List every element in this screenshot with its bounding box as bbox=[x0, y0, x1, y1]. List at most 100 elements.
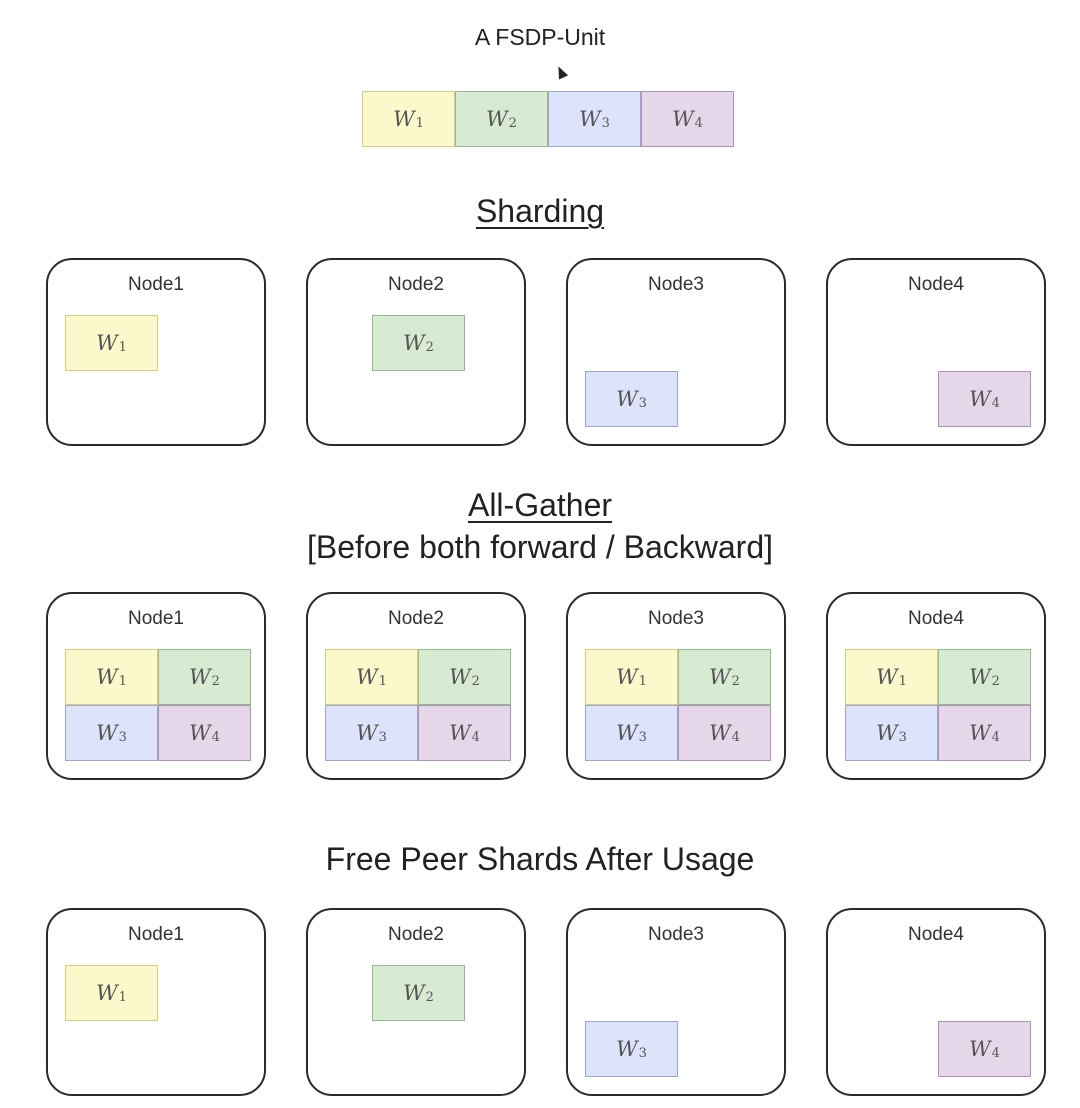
shard-w4-subscript: 4 bbox=[471, 729, 480, 745]
shard-w3-symbol: W bbox=[96, 721, 118, 745]
section-allgather: All-Gather bbox=[0, 486, 1080, 524]
unit-shard-w2-symbol: W bbox=[486, 107, 508, 131]
shard-w3-symbol: W bbox=[616, 721, 638, 745]
node-label: Node1 bbox=[128, 274, 184, 295]
node-label: Node3 bbox=[648, 608, 704, 629]
unit-shard-w3-symbol: W bbox=[579, 107, 601, 131]
node-label: Node3 bbox=[648, 924, 704, 945]
node-label: Node4 bbox=[908, 274, 964, 295]
shard-w3-subscript: 3 bbox=[118, 729, 127, 745]
shard-w4-symbol: W bbox=[969, 387, 991, 411]
shard-w1-symbol: W bbox=[96, 665, 118, 689]
shard-w3-subscript: 3 bbox=[638, 1045, 647, 1061]
shard-w3-subscript: 3 bbox=[378, 729, 387, 745]
shard-w3-subscript: 3 bbox=[638, 729, 647, 745]
shard-w2-symbol: W bbox=[403, 331, 425, 355]
section-allgather-subtitle: [Before both forward / Backward] bbox=[307, 529, 773, 565]
node-label: Node4 bbox=[908, 608, 964, 629]
shard-w2-symbol: W bbox=[709, 665, 731, 689]
shard-w2-subscript: 2 bbox=[211, 673, 220, 689]
shard-w1-symbol: W bbox=[96, 981, 118, 1005]
node-label: Node1 bbox=[128, 608, 184, 629]
shard-w2-subscript: 2 bbox=[731, 673, 740, 689]
diagram-title: A FSDP-Unit bbox=[474, 24, 606, 50]
shard-w4-subscript: 4 bbox=[731, 729, 740, 745]
node-label: Node2 bbox=[388, 274, 444, 295]
shard-w2-symbol: W bbox=[403, 981, 425, 1005]
node-label: Node2 bbox=[388, 924, 444, 945]
shard-w3-symbol: W bbox=[616, 387, 638, 411]
shard-w4-symbol: W bbox=[969, 1037, 991, 1061]
unit-shard-w1-symbol: W bbox=[393, 107, 415, 131]
shard-w1-subscript: 1 bbox=[898, 673, 907, 689]
shard-w2-symbol: W bbox=[969, 665, 991, 689]
shard-w4-subscript: 4 bbox=[991, 729, 1000, 745]
section-sharding-label: Sharding bbox=[475, 193, 605, 229]
unit-shard-w2-subscript: 2 bbox=[508, 115, 517, 131]
shard-w1-symbol: W bbox=[616, 665, 638, 689]
shard-w2-subscript: 2 bbox=[471, 673, 480, 689]
shard-w2-subscript: 2 bbox=[425, 989, 434, 1005]
shard-w4-symbol: W bbox=[709, 721, 731, 745]
shard-w1-symbol: W bbox=[96, 331, 118, 355]
shard-w1-subscript: 1 bbox=[118, 339, 127, 355]
shard-w2-symbol: W bbox=[189, 665, 211, 689]
shard-w2-symbol: W bbox=[449, 665, 471, 689]
shard-w1-subscript: 1 bbox=[378, 673, 387, 689]
mouse-cursor-icon bbox=[553, 64, 569, 80]
shard-w4-subscript: 4 bbox=[211, 729, 220, 745]
node-label: Node3 bbox=[648, 274, 704, 295]
node-label: Node4 bbox=[908, 924, 964, 945]
shard-w3-symbol: W bbox=[356, 721, 378, 745]
shard-w2-subscript: 2 bbox=[425, 339, 434, 355]
node-label: Node2 bbox=[388, 608, 444, 629]
unit-shard-w4-symbol: W bbox=[672, 107, 694, 131]
shard-w1-subscript: 1 bbox=[638, 673, 647, 689]
shard-w1-subscript: 1 bbox=[118, 673, 127, 689]
unit-shard-w3-subscript: 3 bbox=[601, 115, 610, 131]
section-sharding: Sharding bbox=[0, 192, 1080, 230]
shard-w4-subscript: 4 bbox=[991, 1045, 1000, 1061]
shard-w4-symbol: W bbox=[189, 721, 211, 745]
shard-w4-subscript: 4 bbox=[991, 395, 1000, 411]
shard-w3-subscript: 3 bbox=[898, 729, 907, 745]
shard-w1-symbol: W bbox=[356, 665, 378, 689]
section-allgather-label: All-Gather bbox=[467, 487, 613, 523]
